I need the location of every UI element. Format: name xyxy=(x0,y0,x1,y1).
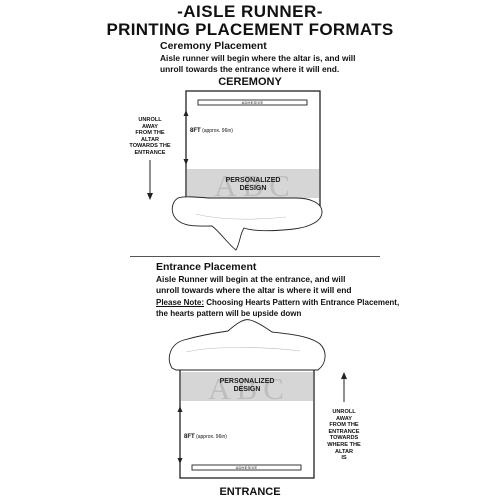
ceremony-monogram: ABC xyxy=(214,168,296,203)
entrance-unroll-label-line: FROM THE xyxy=(329,422,359,429)
ceremony-heading: Ceremony Placement xyxy=(160,40,267,52)
entrance-length-value: 8FT xyxy=(184,434,195,440)
section-divider xyxy=(130,256,380,257)
title-line-1: -AISLE RUNNER- xyxy=(177,2,323,21)
ceremony-description-line-1: Aisle runner will begin where the altar … xyxy=(160,53,356,63)
ceremony-unroll-label-line: AWAY xyxy=(142,123,158,130)
entrance-length-arrow-up xyxy=(177,406,183,412)
entrance-description-line-2: unroll towards where the altar is where … xyxy=(156,285,352,295)
entrance-length-note: (approx. 96in) xyxy=(196,434,227,440)
entrance-unroll-label: UNROLL AWAY FROM THE ENTRANCE TOWARDS WH… xyxy=(314,409,374,462)
ceremony-runner-roll xyxy=(171,196,323,251)
entrance-length-label: 8FT (approx. 96in) xyxy=(184,434,227,440)
entrance-description-line-1: Aisle Runner will begin at the entrance,… xyxy=(156,274,346,284)
entrance-adhesive-strip xyxy=(191,464,302,471)
ceremony-roll-shade xyxy=(195,213,287,220)
ceremony-length-arrow-down xyxy=(183,159,189,165)
entrance-design-band xyxy=(181,372,313,401)
entrance-note-prefix: Please Note: xyxy=(156,298,205,307)
ceremony-unroll-label-line: FROM THE xyxy=(135,130,165,137)
entrance-diagram-label: ENTRANCE xyxy=(219,486,281,498)
ceremony-unroll-label-line: ENTRANCE xyxy=(134,149,166,156)
entrance-length-arrow-down xyxy=(177,458,183,464)
entrance-unroll-label-line: AWAY xyxy=(336,415,352,422)
entrance-unroll-arrow-head xyxy=(341,372,347,379)
ceremony-adhesive-strip xyxy=(197,99,308,106)
ceremony-design-label-line-1: PERSONALIZED xyxy=(225,177,281,184)
ceremony-design-band xyxy=(187,169,319,198)
ceremony-unroll-label-line: ALTAR xyxy=(140,136,160,143)
ceremony-length-label: 8FT (approx. 96in) xyxy=(190,128,233,134)
ceremony-diagram-label: CEREMONY xyxy=(218,76,282,88)
ceremony-adhesive-label: ADHESIVE xyxy=(241,100,264,105)
entrance-note-line-1: Please Note: Choosing Hearts Pattern wit… xyxy=(156,297,416,308)
ceremony-unroll-arrow-head xyxy=(147,193,153,200)
entrance-design-label-line-2: DESIGN xyxy=(233,386,261,393)
entrance-note-text: Choosing Hearts Pattern with Entrance Pl… xyxy=(204,298,400,307)
ceremony-length-value: 8FT xyxy=(190,128,201,134)
entrance-unroll-label-line: WHERE THE xyxy=(327,441,361,448)
entrance-adhesive-label: ADHESIVE xyxy=(235,465,258,470)
entrance-design-label-line-1: PERSONALIZED xyxy=(219,378,275,385)
entrance-unroll-label-line: ENTRANCE xyxy=(328,428,360,435)
entrance-note: Please Note: Choosing Hearts Pattern wit… xyxy=(156,297,416,319)
entrance-design-label: PERSONALIZED DESIGN xyxy=(181,378,313,394)
entrance-roll-shade xyxy=(185,347,301,353)
entrance-unroll-label-line: UNROLL xyxy=(332,409,356,415)
ceremony-unroll-label-line: TOWARDS THE xyxy=(129,143,171,150)
ceremony-unroll-label: UNROLL AWAY FROM THE ALTAR TOWARDS THE E… xyxy=(120,117,180,157)
entrance-monogram: ABC xyxy=(208,371,290,406)
ceremony-design-label: PERSONALIZED DESIGN xyxy=(187,177,319,193)
title-line-2: PRINTING PLACEMENT FORMATS xyxy=(106,20,394,39)
ceremony-design-label-line-2: DESIGN xyxy=(239,185,267,192)
entrance-unroll-label-line: ALTAR xyxy=(334,448,354,455)
entrance-unroll-label-line: TOWARDS xyxy=(329,435,359,442)
entrance-heading: Entrance Placement xyxy=(156,261,257,273)
ceremony-length-arrow-up xyxy=(183,110,189,116)
ceremony-description-line-2: unroll towards the entrance where it wil… xyxy=(160,64,340,74)
ceremony-length-note: (approx. 96in) xyxy=(202,128,233,134)
ceremony-description: Aisle runner will begin where the altar … xyxy=(160,53,390,75)
entrance-unroll-label-line: IS xyxy=(341,455,347,462)
ceremony-unroll-label-line: UNROLL xyxy=(138,117,162,123)
entrance-description: Aisle Runner will begin at the entrance,… xyxy=(156,274,406,296)
entrance-note-line-2: the hearts pattern will be upside down xyxy=(156,309,302,318)
entrance-runner-roll xyxy=(168,319,326,371)
